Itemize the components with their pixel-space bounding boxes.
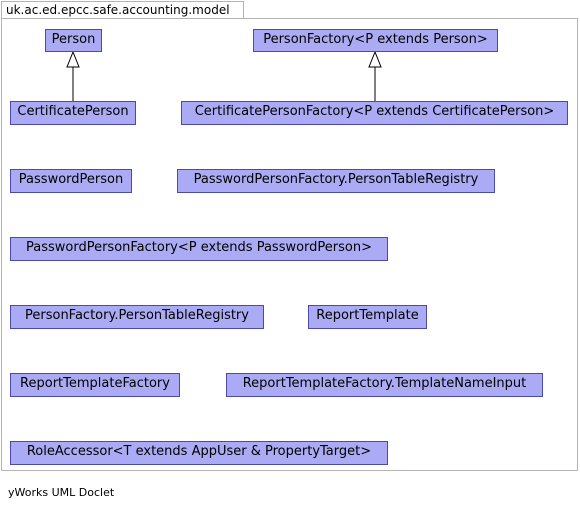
generalization-arrowhead-personfactory [368,50,382,68]
class-certificate-person[interactable]: CertificatePerson [10,101,136,125]
package-name-tab: uk.ac.ed.epcc.safe.accounting.model [1,1,244,19]
class-password-person-factory-table-registry[interactable]: PasswordPersonFactory.PersonTableRegistr… [177,169,495,193]
class-role-accessor[interactable]: RoleAccessor<T extends AppUser & Propert… [10,441,388,465]
footer-credit: yWorks UML Doclet [8,486,115,499]
class-person[interactable]: Person [45,29,102,52]
class-report-template[interactable]: ReportTemplate [308,305,427,329]
class-report-template-factory-template-name-input[interactable]: ReportTemplateFactory.TemplateNameInput [226,373,543,397]
class-report-template-factory[interactable]: ReportTemplateFactory [10,373,180,397]
class-person-factory-table-registry[interactable]: PersonFactory.PersonTableRegistry [10,305,264,329]
class-password-person-factory[interactable]: PasswordPersonFactory<P extends Password… [10,237,388,261]
class-certificate-person-factory[interactable]: CertificatePersonFactory<P extends Certi… [181,101,568,125]
generalization-arrowhead-person [66,50,80,68]
class-password-person[interactable]: PasswordPerson [10,169,132,193]
class-person-factory[interactable]: PersonFactory<P extends Person> [253,29,498,52]
